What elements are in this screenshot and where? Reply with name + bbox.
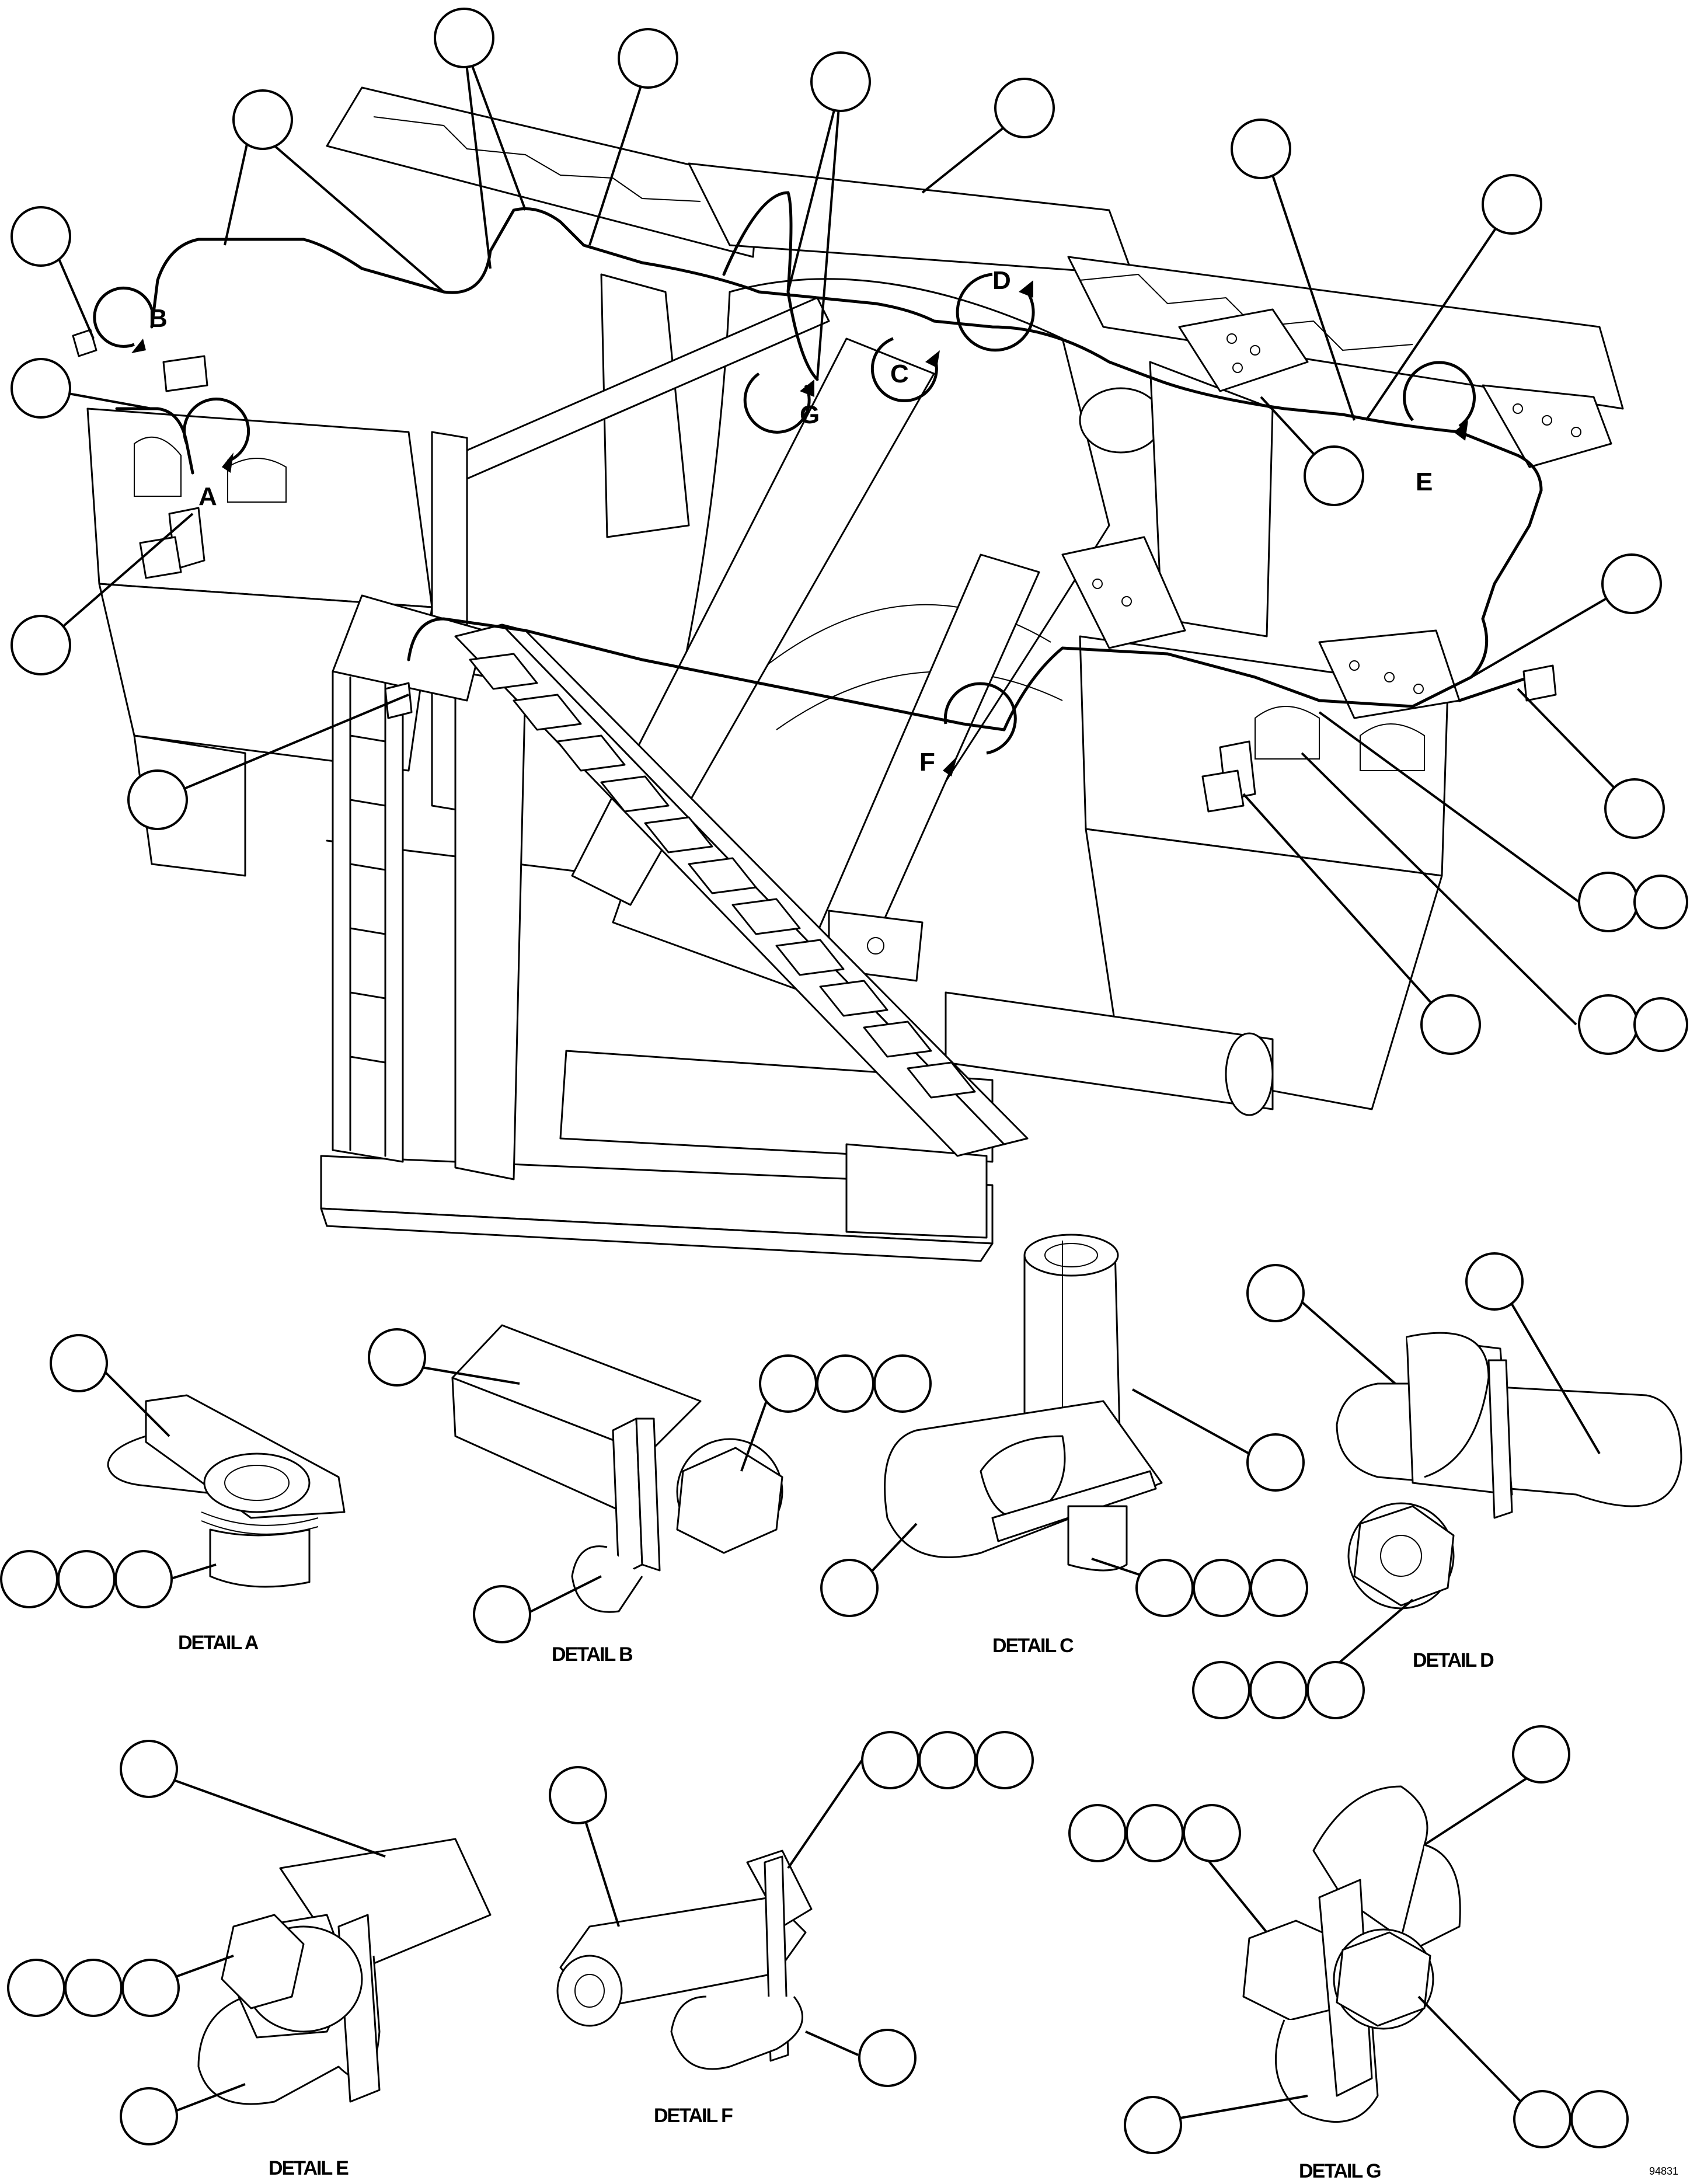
callout-bubble (918, 1731, 977, 1789)
callout-bubble (473, 1585, 531, 1643)
callout-bubble (1482, 174, 1542, 235)
detail-b-caption: DETAIL B (552, 1643, 633, 1666)
callout-bubble (1250, 1559, 1308, 1617)
callout-bubble (0, 1550, 58, 1608)
callout-bubble (1068, 1804, 1127, 1862)
view-letter-c: C (890, 360, 909, 388)
callout-bubble (1192, 1661, 1250, 1719)
callout-bubble (1465, 1252, 1524, 1311)
callout-bubble (1246, 1433, 1305, 1492)
detail-b: DETAIL B (368, 1324, 932, 1666)
side-ladder (332, 670, 404, 1163)
callout-bubble (1135, 1559, 1194, 1617)
callout-bubble (759, 1354, 817, 1413)
callout-bubble (820, 1559, 879, 1617)
stair-assembly (332, 594, 1029, 1157)
callout-bubble (11, 615, 71, 675)
callout-bubble (120, 2087, 178, 2145)
callout-bubble (1513, 2090, 1571, 2148)
callout-bubble (1249, 1661, 1308, 1719)
callout-bubble (50, 1334, 108, 1392)
detail-g: DETAIL G (1068, 1725, 1629, 2182)
callout-bubble (810, 51, 871, 112)
callout-bubble (434, 8, 494, 68)
detail-c-caption: DETAIL C (992, 1635, 1074, 1657)
main-assembly-view: A B C D E F G (11, 8, 1688, 1262)
view-c-arrow (870, 337, 938, 402)
callout-bubble (11, 206, 71, 267)
callout-bubble (64, 1959, 123, 2017)
detail-f-caption: DETAIL F (654, 2105, 733, 2127)
view-letter-e: E (1416, 468, 1433, 496)
callout-bubble (11, 358, 71, 419)
callout-bubble (1578, 872, 1639, 932)
mounting-plates (828, 308, 1612, 982)
callout-bubble (1125, 1804, 1184, 1862)
callout-bubble (858, 2029, 917, 2087)
callout-bubble (7, 1959, 65, 2017)
detail-g-caption: DETAIL G (1299, 2160, 1381, 2182)
view-d-arrow (956, 273, 1035, 352)
callout-bubble (549, 1766, 607, 1824)
view-b-arrow (93, 286, 154, 348)
view-g-arrow (743, 372, 811, 434)
view-letter-d: D (992, 266, 1011, 295)
lower-base-frame (320, 670, 994, 1262)
callout-bubble (1231, 119, 1291, 179)
callout-bubble (1183, 1804, 1241, 1862)
callout-bubble (861, 1731, 919, 1789)
callout-bubble (1633, 875, 1688, 929)
harness-components (72, 329, 1557, 813)
wire-harness (115, 191, 1543, 732)
callout-bubble (1246, 1264, 1305, 1322)
detail-e-caption: DETAIL E (269, 2157, 349, 2179)
detail-a-caption: DETAIL A (178, 1632, 259, 1654)
callout-bubble (1601, 553, 1662, 614)
callout-bubble (1420, 994, 1481, 1055)
detail-c: DETAIL C (820, 1234, 1308, 1657)
view-e-arrow (1403, 361, 1476, 428)
callout-bubble (114, 1550, 173, 1608)
callout-bubble (873, 1354, 932, 1413)
callout-bubble (57, 1550, 116, 1608)
view-a-arrow (183, 398, 250, 463)
view-indicators: A B C D E F G (93, 266, 1476, 776)
callout-bubble (1604, 778, 1665, 839)
view-letter-f: F (919, 748, 935, 776)
figure-number: 94831 (1649, 2165, 1678, 2177)
stair-treads (469, 653, 976, 1099)
callout-bubble (1304, 445, 1364, 506)
callout-bubble (121, 1959, 180, 2017)
callout-bubble (975, 1731, 1034, 1789)
callout-bubble (232, 89, 293, 150)
callout-bubble (1633, 997, 1688, 1052)
callout-bubble (120, 1740, 178, 1798)
detail-a: DETAIL A (0, 1334, 346, 1654)
callout-bubble (1578, 994, 1639, 1055)
detail-e: DETAIL E (7, 1740, 492, 2179)
callout-bubble (816, 1354, 874, 1413)
view-letter-b: B (149, 304, 168, 333)
callout-bubble (368, 1328, 426, 1387)
callout-bubble (1193, 1559, 1251, 1617)
callout-bubble (994, 78, 1055, 138)
detail-d-caption: DETAIL D (1413, 1649, 1494, 1671)
callout-bubble (1512, 1725, 1570, 1784)
callout-bubble (1306, 1661, 1365, 1719)
detail-d: DETAIL D (1192, 1252, 1682, 1719)
callout-bubble (127, 769, 188, 830)
rear-top-plate (326, 86, 1624, 410)
detail-f: DETAIL F (549, 1731, 1034, 2127)
main-reference-bubbles (11, 8, 1688, 1055)
main-leader-lines (54, 43, 1636, 1026)
callout-bubble (1570, 2090, 1629, 2148)
view-letter-g: G (800, 400, 820, 429)
callout-bubble (1124, 2096, 1182, 2154)
callout-bubble (618, 28, 678, 89)
view-f-arrow (943, 682, 1017, 755)
view-letter-a: A (198, 482, 217, 511)
